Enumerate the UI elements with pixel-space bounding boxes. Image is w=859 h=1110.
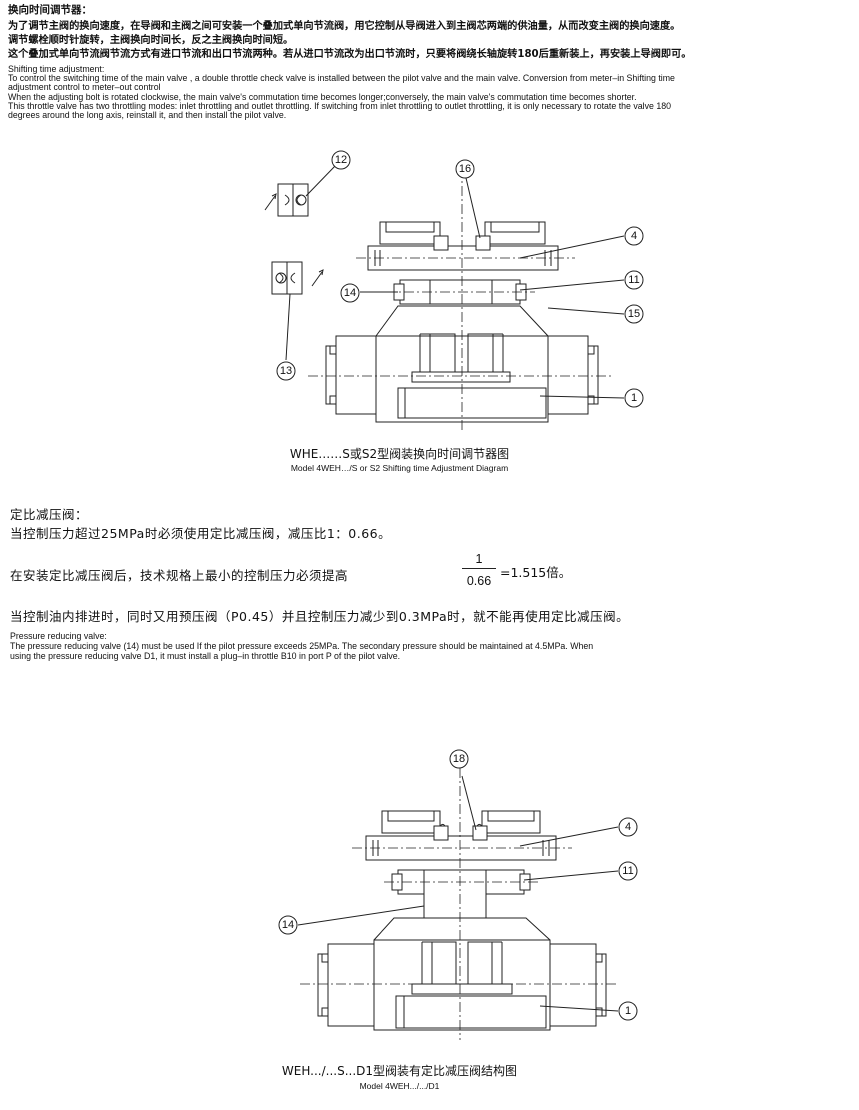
pilot-valve-2 <box>365 810 557 861</box>
throttle-check-symbol-lower <box>271 261 324 361</box>
callout-4: 4 <box>624 226 644 246</box>
svg-text:11: 11 <box>622 865 633 877</box>
callout-1: 1 <box>624 388 644 408</box>
svg-text:12: 12 <box>335 154 347 166</box>
figure2-caption-cn: WEH.../...S...D1型阀装有定比减压阀结构图 <box>281 1064 518 1078</box>
figure1-caption-cn: WHE……S或S2型阀装换向时间调节器图 <box>289 447 510 461</box>
section2-line-3: 当控制油内排进时，同时又用预压阀（P0.45）并且控制压力减少到0.3MPa时，… <box>10 609 630 624</box>
section1-en-heading: Shifting time adjustment: <box>8 64 105 74</box>
svg-text:16: 16 <box>459 163 471 175</box>
intermediate-plate-2 <box>391 869 531 921</box>
section1-en-line-5: This throttle valve has two throttling m… <box>8 101 672 111</box>
section2-heading: 定比减压阀： <box>10 507 89 522</box>
section1-en-line-4: When the adjusting bolt is rotated clock… <box>8 92 637 102</box>
svg-text:15: 15 <box>628 308 640 320</box>
section2-en-line-2: The pressure reducing valve (14) must be… <box>10 641 594 651</box>
section2-line-1: 当控制压力超过25MPa时必须使用定比减压阀，减压比1：0.66。 <box>10 526 392 541</box>
main-valve-2 <box>317 917 607 1031</box>
callout-16: 16 <box>455 159 475 179</box>
section2-en-line-3: using the pressure reducing valve D1, it… <box>10 651 401 661</box>
fraction-result: =1.515倍。 <box>500 565 572 580</box>
section1-en-line-6: degrees around the long axis, reinstall … <box>8 110 287 120</box>
section1-en-line-2: To control the switching time of the mai… <box>8 73 675 83</box>
fraction-numerator: 1 <box>475 552 483 566</box>
fraction-denominator: 0.66 <box>466 574 492 588</box>
section1-para-cn-1: 为了调节主阀的换向速度，在导阀和主阀之间可安装一个叠加式单向节流阀，用它控制从导… <box>8 21 681 32</box>
figure2-caption-en: Model 4WEH.../.../D1 <box>359 1081 440 1091</box>
section1-para-cn-3: 这个叠加式单向节流阀节流方式有进口节流和出口节流两种。若从进口节流改为出口节流时… <box>8 49 692 60</box>
callout-1-fig2: 1 <box>618 1001 638 1021</box>
throttle-check-symbol-upper <box>264 164 337 217</box>
section1-en-line-3: adjustment control to meter–out control <box>8 82 161 92</box>
callout-14-fig2: 14 <box>278 915 298 935</box>
svg-text:11: 11 <box>628 274 639 286</box>
callout-11-fig2: 11 <box>618 861 638 881</box>
section1-para-cn-2: 调节螺栓顺时针旋转，主阀换向时间长，反之主阀换向时间短。 <box>8 35 294 46</box>
svg-text:4: 4 <box>631 230 637 242</box>
callout-11: 11 <box>624 270 644 290</box>
callout-12: 12 <box>331 150 351 170</box>
svg-text:1: 1 <box>625 1005 631 1017</box>
svg-text:4: 4 <box>625 821 631 833</box>
callout-15: 15 <box>624 304 644 324</box>
svg-text:18: 18 <box>453 753 465 765</box>
section2-line-2: 在安装定比减压阀后，技术规格上最小的控制压力必须提高 <box>10 568 349 583</box>
svg-text:1: 1 <box>631 392 637 404</box>
svg-text:14: 14 <box>282 919 294 931</box>
section2-en-heading: Pressure reducing valve: <box>10 631 107 641</box>
svg-text:13: 13 <box>280 365 292 377</box>
callout-13: 13 <box>276 361 296 381</box>
fraction-bar <box>462 568 496 569</box>
callout-4-fig2: 4 <box>618 817 638 837</box>
figure1-caption-en: Model 4WEH…/S or S2 Shifting time Adjust… <box>290 463 509 473</box>
callout-14: 14 <box>340 283 360 303</box>
section1-heading: 换向时间调节器： <box>8 4 92 16</box>
svg-text:14: 14 <box>344 287 356 299</box>
pilot-valve-1 <box>367 221 559 271</box>
callout-18: 18 <box>449 749 469 769</box>
